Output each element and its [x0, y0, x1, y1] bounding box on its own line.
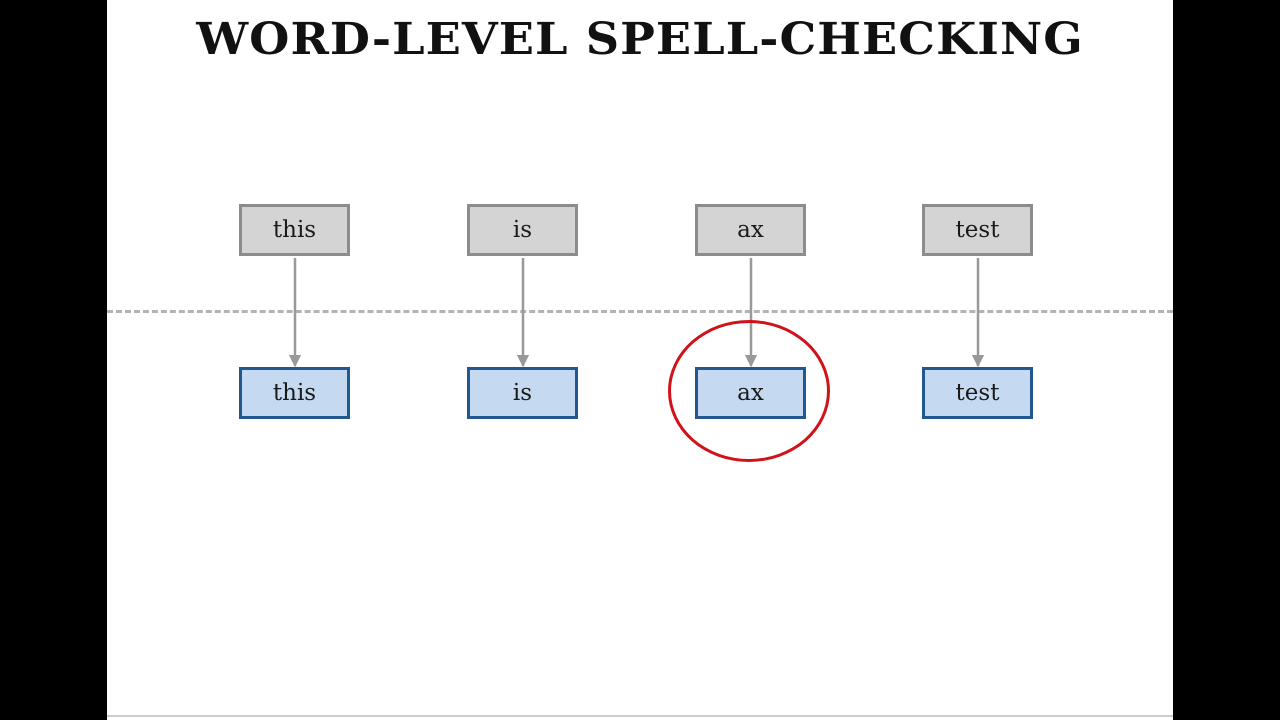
connector-arrows: [288, 258, 985, 368]
input-word-box: test: [922, 204, 1033, 256]
input-word-box: is: [467, 204, 578, 256]
error-highlight-circle: [668, 320, 830, 462]
output-word-box: is: [467, 367, 578, 419]
input-word-box: this: [239, 204, 350, 256]
slide-bottom-edge: [107, 715, 1173, 717]
output-word-box: this: [239, 367, 350, 419]
slide-title: WORD-LEVEL SPELL-CHECKING: [196, 14, 1084, 65]
slide: WORD-LEVEL SPELL-CHECKING this is ax tes…: [107, 0, 1173, 720]
dashed-divider: [107, 310, 1173, 313]
input-word-box: ax: [695, 204, 806, 256]
output-word-box: test: [922, 367, 1033, 419]
